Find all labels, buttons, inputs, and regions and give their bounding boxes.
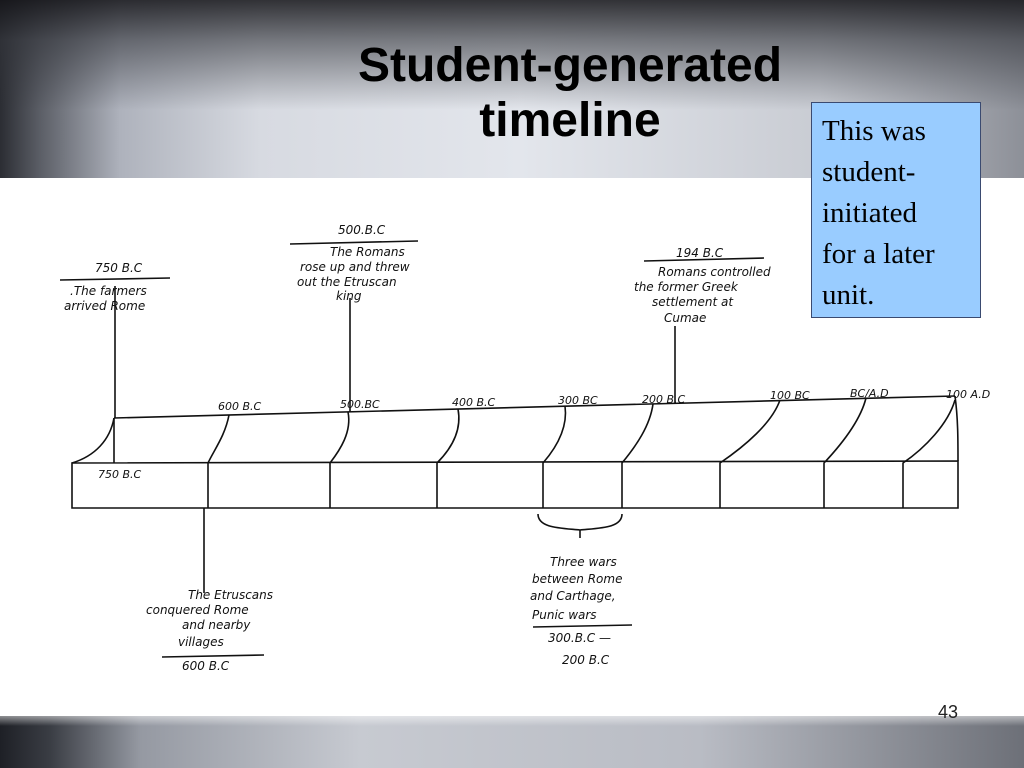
page-number: 43 (938, 702, 959, 722)
underline (289, 240, 419, 245)
timeline-divider (436, 408, 460, 508)
event-text: Cumae (664, 311, 706, 325)
event-text: between Rome (532, 572, 622, 586)
timeline-divider (621, 403, 654, 508)
event-date: 500.B.C (338, 223, 386, 237)
timeline-divider (542, 405, 567, 508)
event-date-end: 200 B.C (562, 653, 610, 667)
underline (643, 257, 765, 262)
callout-box: This was student- initiated for a later … (811, 102, 981, 318)
event-date: 750 B.C (95, 261, 143, 275)
tick-label: BC/A.D (850, 387, 889, 400)
punic-wars-brace (537, 513, 623, 531)
event-194bc: 194 B.C Romans controlled the former Gre… (634, 246, 771, 325)
tick-label: 200 B.C (642, 393, 686, 406)
underline (59, 277, 171, 281)
tick-label: 500.BC (340, 398, 380, 411)
event-text: the former Greek (634, 280, 739, 294)
event-text: The Romans (330, 245, 405, 259)
timeline-top-edge (113, 395, 956, 419)
event-600bc: The Etruscans conquered Rome and nearby … (146, 588, 273, 673)
event-750bc: 750 B.C .The farmers arrived Rome (64, 261, 147, 313)
event-text: rose up and threw (300, 260, 410, 274)
event-text: Three wars (550, 555, 617, 569)
event-text: arrived Rome (64, 299, 145, 313)
timeline-base-band (71, 460, 959, 509)
event-500bc: 500.B.C The Romans rose up and threw out… (297, 223, 410, 303)
timeline-left-curve (71, 417, 115, 464)
timeline-divider (329, 411, 350, 508)
event-text: villages (178, 635, 224, 649)
event-date: 194 B.C (676, 246, 724, 260)
slide-background-bottom (0, 716, 1024, 768)
event-text: .The farmers (70, 284, 147, 298)
tick-label: 600 B.C (218, 400, 262, 413)
event-text: and nearby (182, 618, 251, 632)
timeline-divider (823, 397, 867, 508)
event-date: 600 B.C (182, 659, 230, 673)
event-text: king (336, 289, 362, 303)
event-text: conquered Rome (146, 603, 249, 617)
timeline-divider (719, 399, 781, 508)
slide-title: Student-generated timeline (357, 39, 783, 147)
tick-label: 100 A.D (946, 388, 990, 401)
timeline-right-edge (954, 395, 959, 462)
underline (161, 654, 265, 658)
event-text: out the Etruscan (297, 275, 397, 289)
event-text: settlement at (652, 295, 734, 309)
event-text: Romans controlled (658, 265, 771, 279)
event-date: 300.B.C — (548, 631, 611, 645)
timeline-lines (59, 240, 959, 658)
tick-label: 300 BC (558, 394, 598, 407)
underline (532, 624, 633, 628)
timeline-divider (902, 399, 956, 508)
event-text: The Etruscans (188, 588, 273, 602)
event-text: Punic wars (532, 608, 597, 622)
timeline-divider (207, 414, 230, 508)
tick-labels: 600 B.C 500.BC 400 B.C 300 BC 200 B.C 10… (98, 387, 990, 481)
timeline-svg: 600 B.C 500.BC 400 B.C 300 BC 200 B.C 10… (59, 223, 990, 673)
tick-label: 400 B.C (452, 396, 496, 409)
tick-label-start: 750 B.C (98, 468, 142, 481)
tick-label: 100 BC (770, 389, 810, 402)
event-punic-wars: Three wars between Rome and Carthage, Pu… (530, 555, 622, 667)
event-text: and Carthage, (530, 589, 616, 603)
